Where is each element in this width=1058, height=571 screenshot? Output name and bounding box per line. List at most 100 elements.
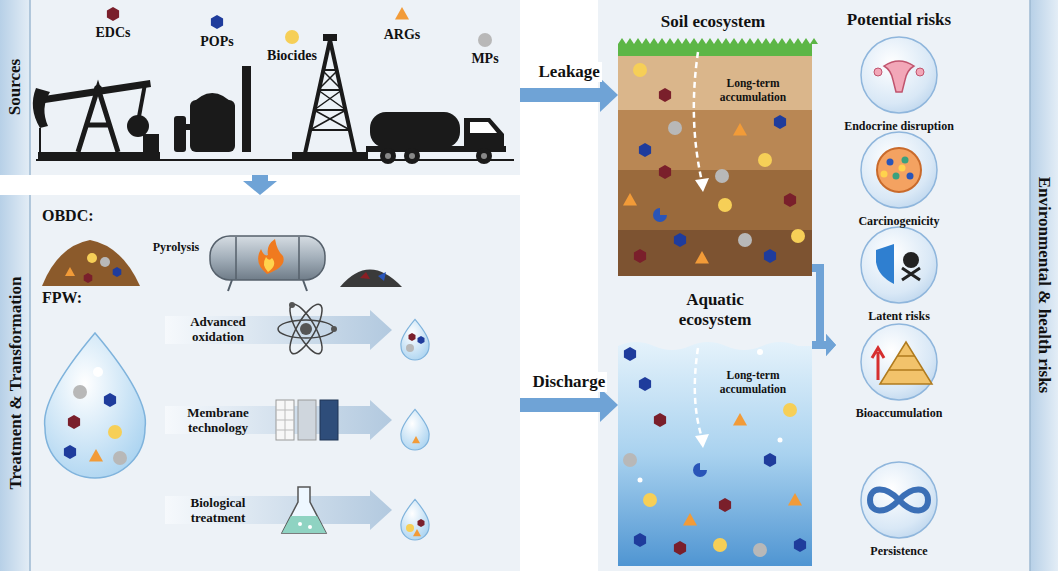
bubble xyxy=(638,478,643,483)
biocide-particle xyxy=(783,403,797,417)
edge-label: Leakage xyxy=(539,62,600,82)
label-holder: ARGs xyxy=(372,26,432,43)
band-title: Sources xyxy=(5,59,25,115)
ground-line xyxy=(36,159,514,161)
treatment-panel: Treatment & Transformation xyxy=(0,195,520,571)
process-arrow xyxy=(165,490,392,530)
edge-label: Discharge xyxy=(533,372,606,392)
treatment-illustration xyxy=(42,236,429,540)
edc-particle xyxy=(409,333,416,341)
flow-arrow xyxy=(695,348,702,438)
label-holder: POPs xyxy=(187,33,247,50)
biocide-particle xyxy=(633,63,647,77)
arg-particle xyxy=(695,251,709,264)
pumpjack-pivot xyxy=(94,85,102,93)
risk-panel: Soil ecosystemLong-term accumulationAqua… xyxy=(598,0,1058,571)
output-drop xyxy=(401,319,429,360)
column-title: Potential risks xyxy=(836,10,962,30)
reactor-body xyxy=(210,236,325,280)
microplastic-particle xyxy=(668,121,682,135)
arg-particle xyxy=(733,413,747,426)
process-label: Advanced oxidation xyxy=(176,314,260,344)
arg-particle xyxy=(788,493,802,506)
stream-label: FPW: xyxy=(42,288,112,307)
band-strip xyxy=(0,0,30,175)
label-holder: OBDC: xyxy=(42,206,122,225)
infinity-icon xyxy=(870,489,928,510)
flame xyxy=(258,239,284,274)
edc-particle xyxy=(674,541,686,555)
biocide-particle xyxy=(285,30,299,44)
microplastic-particle xyxy=(478,33,492,47)
biocide-particle xyxy=(758,153,772,167)
biocide-particle xyxy=(718,198,732,212)
flow-arrow xyxy=(812,268,826,345)
edc-particle xyxy=(659,165,671,179)
ecosystem-title: Aquatic ecosystem xyxy=(660,290,770,330)
crossbones-icon xyxy=(902,268,920,280)
pollutant-label: Biocides xyxy=(257,47,327,64)
atom-nucleus xyxy=(300,323,312,335)
microplastic-particle xyxy=(715,169,729,183)
text-holder: Endocrine disruption xyxy=(836,119,962,134)
arg-particle xyxy=(623,193,637,206)
pollutant-label: MPs xyxy=(455,50,515,67)
label-holder: Pyrolysis xyxy=(146,240,206,254)
pop-particle xyxy=(104,393,116,407)
risk-circle: Endocrine disruption xyxy=(859,35,939,115)
char-shard xyxy=(378,272,386,281)
flow-arrow xyxy=(812,341,826,349)
tank-body xyxy=(190,100,235,152)
edc-particle xyxy=(68,415,80,429)
flow-arrow xyxy=(252,175,268,181)
pop-particle xyxy=(794,538,806,552)
skull-icon xyxy=(903,252,919,268)
text-holder: Soil ecosystem xyxy=(628,12,798,32)
biocide-particle xyxy=(87,253,97,263)
band-strip xyxy=(0,195,30,571)
label-holder: Discharge xyxy=(531,372,608,392)
biocide-particle xyxy=(406,524,414,532)
cell-dot xyxy=(899,165,906,172)
source-illustration xyxy=(33,7,514,164)
text-holder: Potential risks xyxy=(836,10,962,30)
pollutant-label: EDCs xyxy=(83,24,143,41)
risk-circle-shape xyxy=(861,227,937,303)
cell-dot xyxy=(902,157,909,164)
edc-particle xyxy=(659,88,671,102)
arg-particle xyxy=(65,267,75,276)
text-holder: Treatment & Transformation xyxy=(5,276,25,489)
flow-arrow xyxy=(520,88,600,102)
truck-cab xyxy=(464,118,504,150)
pumpjack-crank xyxy=(127,115,149,137)
ovary-icon xyxy=(916,68,924,76)
text-holder: Long-term accumulation xyxy=(712,76,794,104)
arg-particle xyxy=(683,513,697,526)
cell-dot xyxy=(881,171,888,178)
edc-particle xyxy=(84,273,93,283)
label-holder: Leakage xyxy=(537,62,602,82)
edc-particle xyxy=(719,498,731,512)
pop-particle xyxy=(418,336,425,344)
pop-particle xyxy=(764,249,776,263)
wedge-particle xyxy=(693,463,707,477)
sludge-pile xyxy=(42,240,140,286)
pyramid-icon xyxy=(880,342,932,384)
microplastic-particle xyxy=(738,233,752,247)
circle-outline xyxy=(859,225,939,305)
reactor-rings xyxy=(236,237,299,279)
truck-window xyxy=(470,122,497,133)
band-divider xyxy=(30,0,1030,571)
soil-layer xyxy=(618,230,812,276)
tank-dome xyxy=(190,93,235,106)
membrane-layer xyxy=(320,400,338,440)
microplastic-particle xyxy=(406,344,414,352)
label-holder: MPs xyxy=(455,50,515,67)
char-shard xyxy=(360,272,370,279)
risk-circle: Carcinogenicity xyxy=(859,130,939,210)
label-holder: Advanced oxidation xyxy=(176,314,260,344)
label-holder: FPW: xyxy=(42,288,112,307)
text-holder: Carcinogenicity xyxy=(836,214,962,229)
ecosystem-title: Soil ecosystem xyxy=(628,12,798,32)
